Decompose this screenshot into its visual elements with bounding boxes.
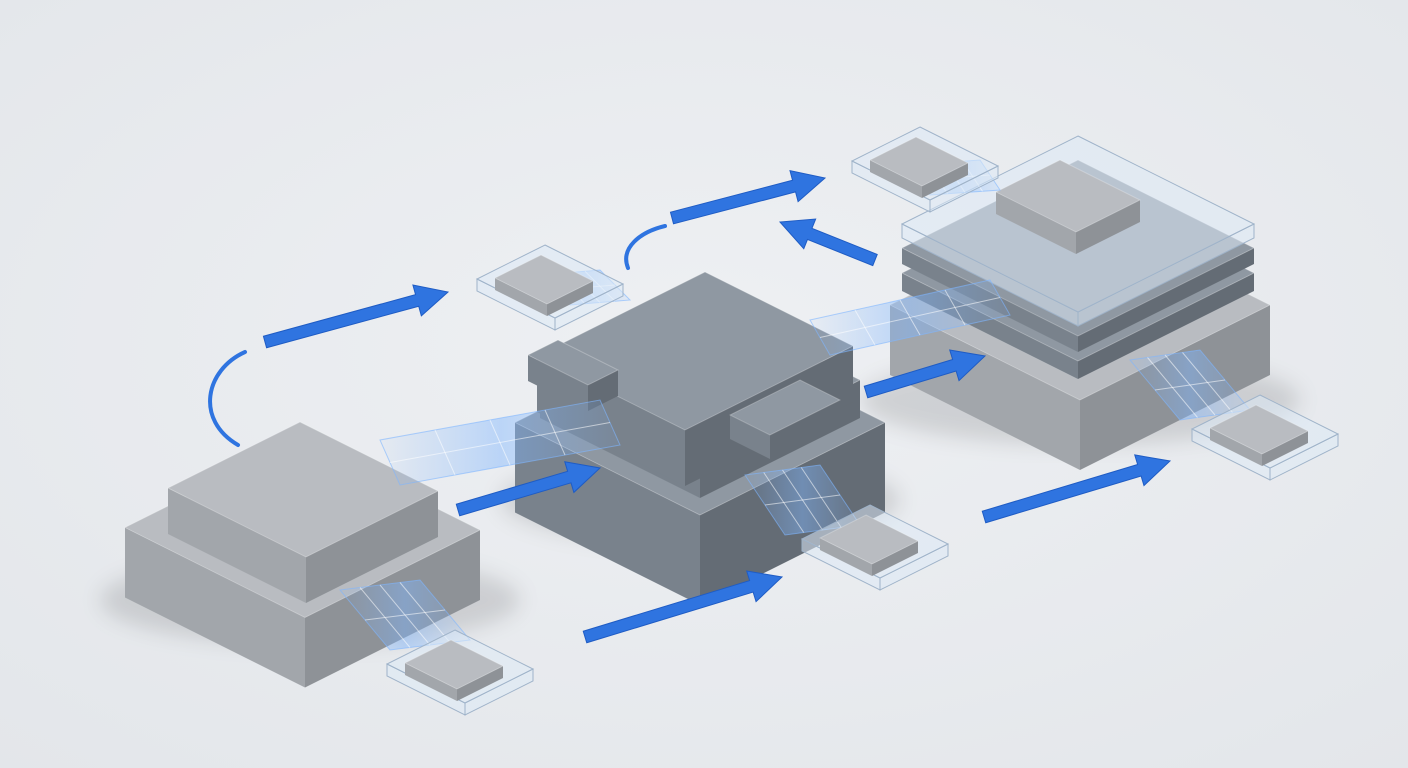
arrow-1 xyxy=(262,284,450,349)
arrow-4 xyxy=(863,349,987,399)
module-1-chip xyxy=(868,136,970,198)
arrow-5 xyxy=(582,570,784,644)
beam-center-down xyxy=(744,464,861,536)
module-4-chip xyxy=(818,514,920,576)
module-1 xyxy=(850,126,1000,213)
arrow-3 xyxy=(455,461,602,517)
arrow-back xyxy=(778,218,878,267)
beam-left-center xyxy=(379,399,621,486)
beam-center-right xyxy=(809,279,1011,356)
module-2-chip xyxy=(493,254,595,316)
left-stack xyxy=(123,421,482,688)
beam-left-down xyxy=(339,579,471,651)
module-2 xyxy=(475,244,625,331)
module-3 xyxy=(1190,394,1340,481)
module-5-chip xyxy=(403,639,505,701)
arrow-2 xyxy=(669,169,827,225)
right-chip xyxy=(994,159,1142,254)
module-5 xyxy=(385,629,535,716)
module-4 xyxy=(800,504,950,591)
left-stack-top xyxy=(166,421,440,603)
curved-arrow-2 xyxy=(624,224,667,270)
curved-arrow-1 xyxy=(208,350,247,447)
module-3-chip xyxy=(1208,404,1310,466)
arrow-6 xyxy=(981,454,1172,524)
center-stack xyxy=(513,271,887,605)
center-tab-right xyxy=(728,379,842,459)
